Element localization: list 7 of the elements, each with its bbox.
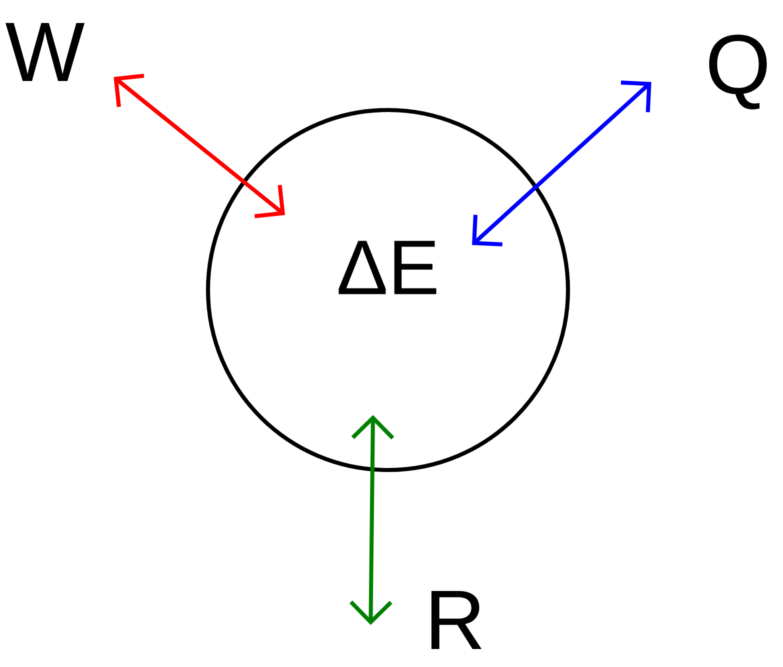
arrow	[472, 80, 652, 246]
arrow	[114, 74, 285, 218]
arrow	[349, 414, 394, 625]
node-label: R	[431, 590, 482, 649]
node-label: Q	[709, 34, 767, 110]
node-label: W	[6, 22, 85, 81]
circle-node: ΔE	[206, 108, 570, 472]
